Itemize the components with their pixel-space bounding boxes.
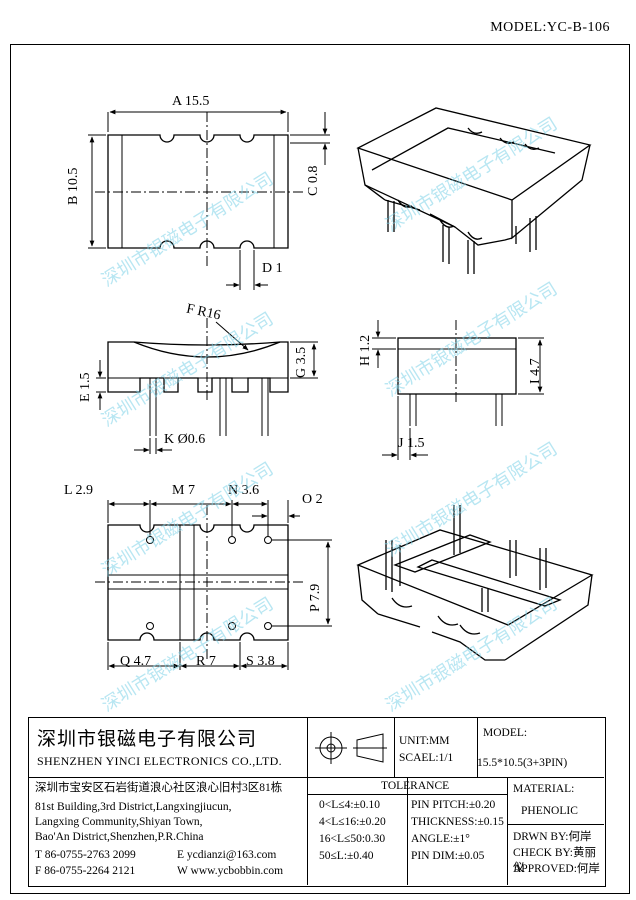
iso-view-bottom — [356, 505, 594, 661]
model-header: MODEL:YC-B-106 — [490, 20, 610, 35]
address-cn: 深圳市宝安区石岩街道浪心社区浪心旧村3区81栋 — [35, 782, 283, 794]
company-name-en: SHENZHEN YINCI ELECTRONICS CO.,LTD. — [37, 754, 282, 768]
thickness-tol: THICKNESS:±0.15 — [411, 816, 504, 828]
material-value: PHENOLIC — [521, 805, 578, 817]
checked-by: CHECK BY:黄丽仪 — [513, 847, 596, 874]
pin-dim-tol: PIN DIM:±0.05 — [411, 850, 485, 862]
scale-label: SCAEL:1/1 — [399, 752, 454, 764]
tol-range-4: 50≤L:±0.40 — [319, 850, 374, 862]
approved-by: APPROVED:何岸 — [513, 863, 600, 875]
address-en-line2: Langxing Community,Shiyan Town, — [35, 816, 203, 828]
website: W www.ycbobbin.com — [177, 865, 284, 877]
unit-label: UNIT:MM — [399, 735, 450, 747]
address-en-line3: Bao'An District,Shenzhen,P.R.China — [35, 831, 204, 843]
phone: T 86-0755-2763 2099 — [35, 849, 136, 861]
material-label: MATERIAL: — [513, 783, 575, 795]
side-view — [372, 320, 544, 460]
tol-range-1: 0<L≤4:±0.10 — [319, 799, 380, 811]
model-value: 15.5*10.5(3+3PIN) — [477, 757, 568, 769]
drawing-frame — [10, 44, 630, 894]
front-view — [96, 318, 318, 454]
projection-symbol-icon — [315, 732, 387, 764]
tol-range-2: 4<L≤16:±0.20 — [319, 816, 386, 828]
angle-tol: ANGLE:±1° — [411, 833, 470, 845]
tol-range-3: 16<L≤50:0.30 — [319, 833, 386, 845]
fax: F 86-0755-2264 2121 — [35, 865, 136, 877]
top-view — [88, 109, 330, 290]
email: E ycdianzi@163.com — [177, 849, 277, 861]
model-label: MODEL: — [483, 727, 528, 739]
title-block: 深圳市银磁电子有限公司 SHENZHEN YINCI ELECTRONICS C… — [28, 717, 606, 887]
tolerance-label: TOLERANCE — [381, 780, 450, 792]
iso-view-top — [356, 107, 592, 274]
bottom-view — [95, 500, 332, 670]
drawn-by: DRWN BY:何岸 — [513, 831, 592, 843]
company-name-cn: 深圳市银磁电子有限公司 — [37, 728, 258, 750]
address-en-line1: 81st Building,3rd District,Langxingjiucu… — [35, 801, 232, 813]
pin-pitch-tol: PIN PITCH:±0.20 — [411, 799, 496, 811]
